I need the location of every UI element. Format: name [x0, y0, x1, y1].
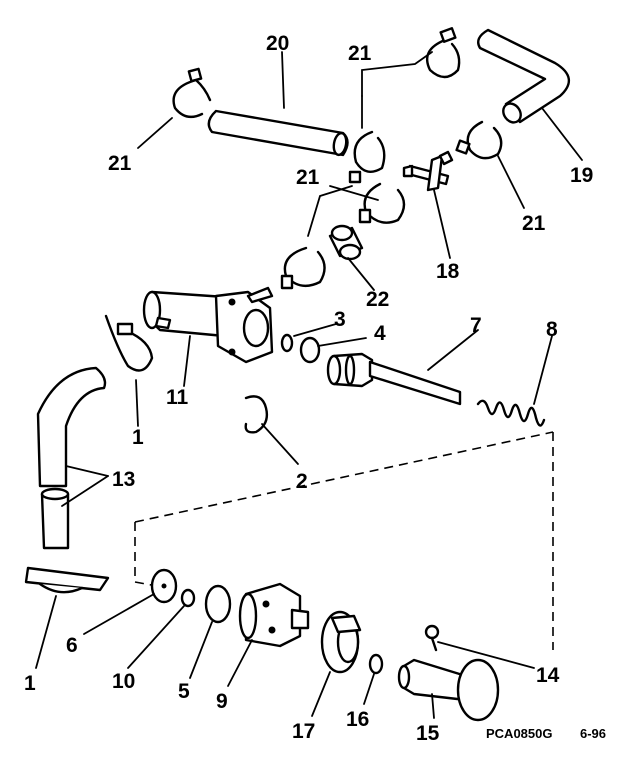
o-ring-part-5	[204, 584, 232, 624]
callout-14: 14	[536, 664, 560, 687]
callout-4: 4	[374, 322, 386, 345]
spring-part-8	[476, 399, 546, 427]
callout-11: 11	[166, 386, 189, 409]
leader-lines	[35, 51, 583, 719]
o-ring-part-4	[299, 336, 321, 364]
callout-1-upper: 1	[132, 426, 144, 449]
clamp-part-1-upper	[104, 314, 154, 372]
o-ring-part-16	[368, 653, 384, 675]
callout-1-lower: 1	[24, 672, 36, 695]
hose-straight-part-20	[207, 109, 349, 157]
callout-18: 18	[436, 260, 460, 283]
callout-3: 3	[334, 308, 346, 331]
tee-connector-part-18	[402, 150, 454, 192]
callout-16: 16	[346, 708, 369, 731]
clamp-part-21-left	[172, 67, 212, 119]
fitting-part-9	[238, 582, 310, 648]
clamp-part-21-top	[425, 27, 461, 79]
shaft-part-7	[326, 352, 462, 406]
callout-8: 8	[546, 318, 558, 341]
callout-7: 7	[470, 314, 482, 337]
callout-10: 10	[112, 670, 135, 693]
callout-2: 2	[296, 470, 308, 493]
clamp-part-21-middle	[348, 130, 386, 184]
hose-bent-part-19	[477, 28, 570, 124]
bearing-part-17	[320, 610, 362, 674]
clamp-part-1-lower	[24, 566, 110, 594]
callout-21-left: 21	[108, 152, 132, 175]
clamp-part-21-center	[358, 182, 406, 224]
clamp-part-21-lower	[280, 246, 326, 290]
callout-20: 20	[266, 32, 289, 55]
callout-21-top: 21	[348, 42, 372, 65]
hose-part-13	[36, 366, 107, 550]
callout-6: 6	[66, 634, 78, 657]
pump-body-part-11	[142, 286, 274, 364]
callout-13: 13	[112, 468, 135, 491]
figure-code: PCA0850G	[486, 726, 552, 741]
callout-21-middle: 21	[296, 166, 320, 189]
sleeve-part-22	[328, 224, 364, 261]
callout-9: 9	[216, 690, 228, 713]
figure-date: 6-96	[580, 726, 606, 741]
assembly-guide-line	[134, 431, 554, 650]
callout-22: 22	[366, 288, 389, 311]
clamp-part-21-right	[455, 120, 503, 160]
callout-21-right: 21	[522, 212, 546, 235]
callout-15: 15	[416, 722, 440, 745]
o-ring-part-3	[280, 333, 294, 353]
o-ring-part-10	[180, 588, 196, 608]
callout-17: 17	[292, 720, 315, 743]
screw-part-14	[424, 624, 440, 652]
callout-5: 5	[178, 680, 190, 703]
plunger-part-15	[397, 658, 500, 722]
callout-labels: 20 21 21 19 21 21 18 22 3 4 7 8 11 1 13 …	[24, 32, 593, 745]
callout-19: 19	[570, 164, 593, 187]
washer-part-6	[150, 568, 178, 604]
